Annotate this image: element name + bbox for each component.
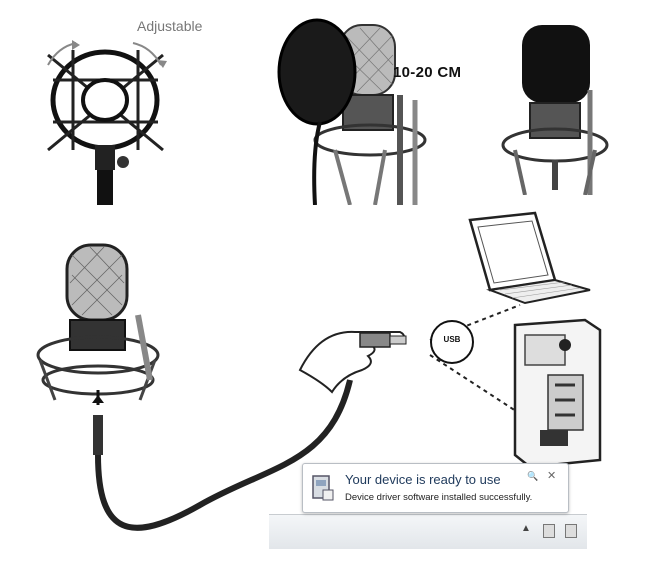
distance-label: 10-20 CM xyxy=(393,64,462,81)
adjustable-label: Adjustable xyxy=(137,18,203,34)
usb-port-badge: USB xyxy=(430,320,474,364)
usb-connection-illustration xyxy=(36,211,602,531)
notification-title: Your device is ready to use xyxy=(345,472,501,487)
device-icon xyxy=(312,475,334,501)
pop-filter-illustration xyxy=(277,18,427,205)
taskbar: ▲ xyxy=(269,514,587,549)
tray-expand-icon[interactable]: ▲ xyxy=(521,523,531,534)
pin-icon[interactable]: 🔍 xyxy=(527,471,539,481)
usb-label: USB xyxy=(443,335,461,344)
notification-message: Device driver software installed success… xyxy=(345,492,533,503)
shock-mount-illustration xyxy=(47,40,167,205)
device-ready-notification[interactable]: Your device is ready to use Device drive… xyxy=(302,463,569,513)
network-tray-icon[interactable] xyxy=(565,524,577,538)
windscreen-mic-illustration xyxy=(501,25,609,195)
device-tray-icon[interactable] xyxy=(543,524,555,538)
close-icon[interactable]: ✕ xyxy=(547,470,557,482)
